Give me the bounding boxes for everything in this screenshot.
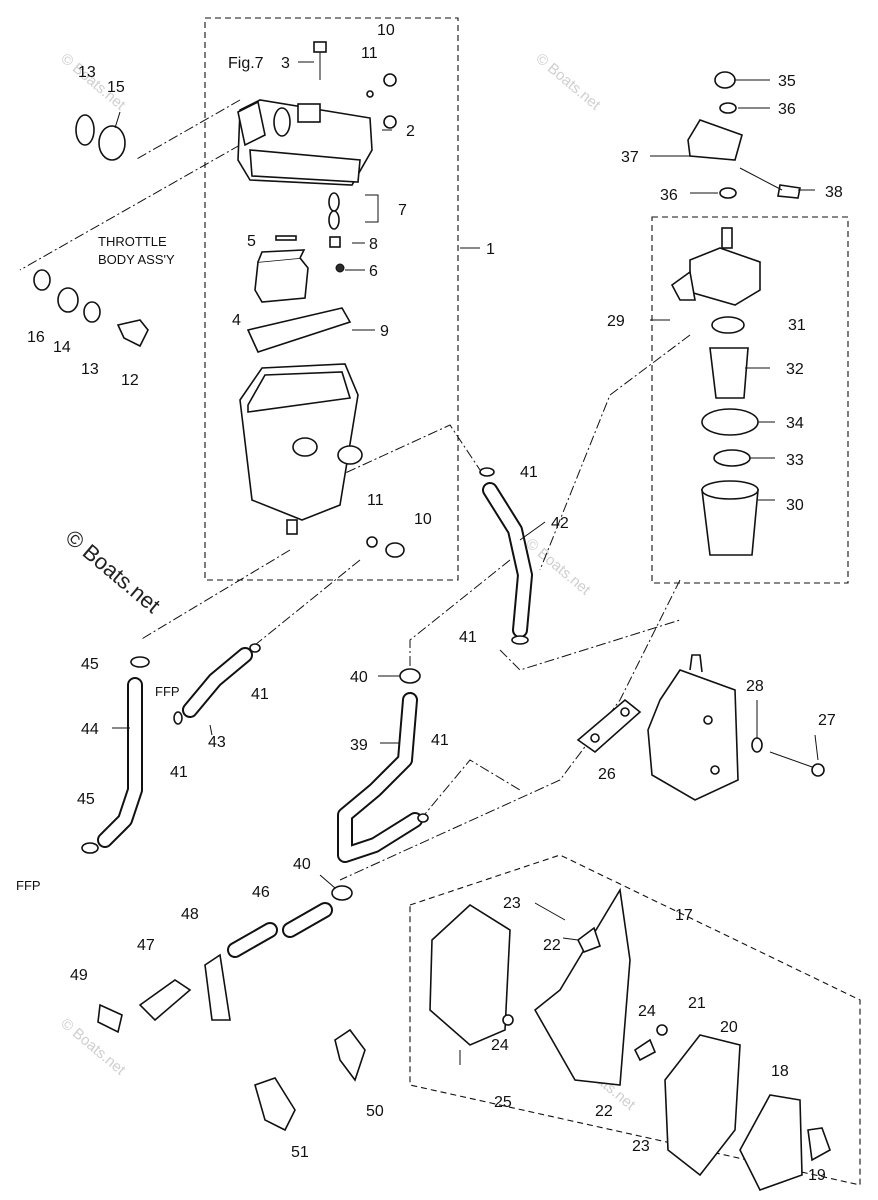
vapor-separator-group-box: [204, 17, 459, 581]
float-chamber-float: [254, 249, 309, 303]
callout-24-left: 24: [491, 1037, 509, 1054]
callout-2: 2: [406, 123, 415, 140]
separator-cover: [237, 99, 373, 186]
callout-40-top: 40: [350, 669, 368, 686]
callout-3: 3: [281, 55, 290, 72]
callout-32: 32: [786, 361, 804, 378]
fuel-pump: [647, 654, 739, 801]
callout-41-a: 41: [520, 464, 538, 481]
hose-clips: [81, 467, 529, 901]
ffp-label-bottom: FFP: [16, 878, 41, 893]
assembly-lines: [19, 99, 691, 881]
callout-11-bottom: 11: [367, 492, 384, 509]
callout-22-bottom: 22: [595, 1103, 613, 1120]
callout-50: 50: [366, 1103, 384, 1120]
callout-5: 5: [247, 233, 256, 250]
callout-44: 44: [81, 721, 99, 738]
callout-11-top: 11: [361, 45, 378, 62]
watermarks: © Boats.net © Boats.net © Boats.net © Bo…: [57, 50, 639, 1114]
callout-4: 4: [232, 312, 241, 329]
filter-bracket: [687, 71, 801, 199]
callout-43: 43: [208, 734, 226, 751]
callout-15: 15: [107, 79, 125, 96]
callout-23-top: 23: [503, 895, 521, 912]
callout-31: 31: [788, 317, 806, 334]
callout-49: 49: [70, 967, 88, 984]
filter-element-parts: [701, 316, 759, 556]
throttle-seals: [33, 114, 149, 348]
callout-45-top: 45: [81, 656, 99, 673]
drain-screw-and-washer: [366, 73, 405, 558]
callout-29: 29: [607, 313, 625, 330]
fuel-vent-hose-fitting: [273, 107, 291, 137]
callout-27: 27: [818, 712, 836, 729]
cover-gasket: [246, 307, 352, 353]
callout-47: 47: [137, 937, 155, 954]
callout-numbers: 1 2 3 4 5 6 7 8 9 10 10 11 11 12 13 13 1…: [27, 22, 843, 1184]
callout-41-c: 41: [251, 686, 269, 703]
callout-33: 33: [786, 452, 804, 469]
watermark-top-right: © Boats.net: [532, 50, 604, 114]
fuel-filter-group-box: [651, 216, 849, 584]
callout-41-e: 41: [431, 732, 449, 749]
fuel-pump-kit-group-box: [409, 854, 861, 1186]
callout-41-b: 41: [459, 629, 477, 646]
callout-16: 16: [27, 329, 45, 346]
callout-14: 14: [53, 339, 71, 356]
fig-reference: Fig.7: [228, 55, 264, 72]
throttle-body-label-line2: BODY ASS'Y: [98, 252, 175, 267]
callout-51: 51: [291, 1144, 309, 1161]
callout-20: 20: [720, 1019, 738, 1036]
callout-10-top: 10: [377, 22, 395, 39]
callout-17: 17: [675, 907, 693, 924]
callout-23-bottom: 23: [632, 1138, 650, 1155]
callout-21: 21: [688, 995, 706, 1012]
callout-7: 7: [398, 202, 407, 219]
callout-13-bottom: 13: [81, 361, 99, 378]
throttle-body-label-line1: THROTTLE: [98, 234, 167, 249]
callout-26: 26: [598, 766, 616, 783]
callout-12: 12: [121, 372, 139, 389]
callout-28: 28: [746, 678, 764, 695]
watermark-main: © Boats.net: [61, 525, 165, 618]
callout-35: 35: [778, 73, 796, 90]
callout-46: 46: [252, 884, 270, 901]
callout-9: 9: [380, 323, 389, 340]
callout-36-bottom: 36: [660, 187, 678, 204]
callout-1: 1: [486, 241, 495, 258]
callout-38: 38: [825, 184, 843, 201]
callout-8: 8: [369, 236, 378, 253]
leader-lines: [112, 61, 819, 1065]
callout-34: 34: [786, 415, 804, 432]
callout-41-d: 41: [170, 764, 188, 781]
callout-37: 37: [621, 149, 639, 166]
callout-18: 18: [771, 1063, 789, 1080]
separator-body: [239, 363, 363, 535]
callout-30: 30: [786, 497, 804, 514]
callout-25: 25: [494, 1094, 512, 1111]
callout-6: 6: [369, 263, 378, 280]
callout-10-bottom: 10: [414, 511, 432, 528]
watermark-middle-right: © Boats.net: [522, 535, 594, 599]
callout-45-bottom: 45: [77, 791, 95, 808]
callout-48: 48: [181, 906, 199, 923]
callout-22-top: 22: [543, 937, 561, 954]
pump-diaphragm-kit: [429, 887, 831, 1191]
pump-spacer: [576, 698, 642, 754]
ffp-label-left: FFP: [155, 684, 180, 699]
callout-39: 39: [350, 737, 368, 754]
pump-bolt-and-washer: [751, 737, 825, 777]
callout-42: 42: [551, 515, 569, 532]
callout-40-bottom: 40: [293, 856, 311, 873]
bottom-connectors: [97, 953, 366, 1132]
callout-24-right: 24: [638, 1003, 656, 1020]
callout-36-top: 36: [778, 101, 796, 118]
callout-13-top: 13: [78, 64, 96, 81]
filter-head: [670, 227, 761, 306]
callout-19: 19: [808, 1167, 826, 1184]
cover-screw: [313, 41, 327, 80]
float-pin-and-needle: [275, 192, 345, 273]
